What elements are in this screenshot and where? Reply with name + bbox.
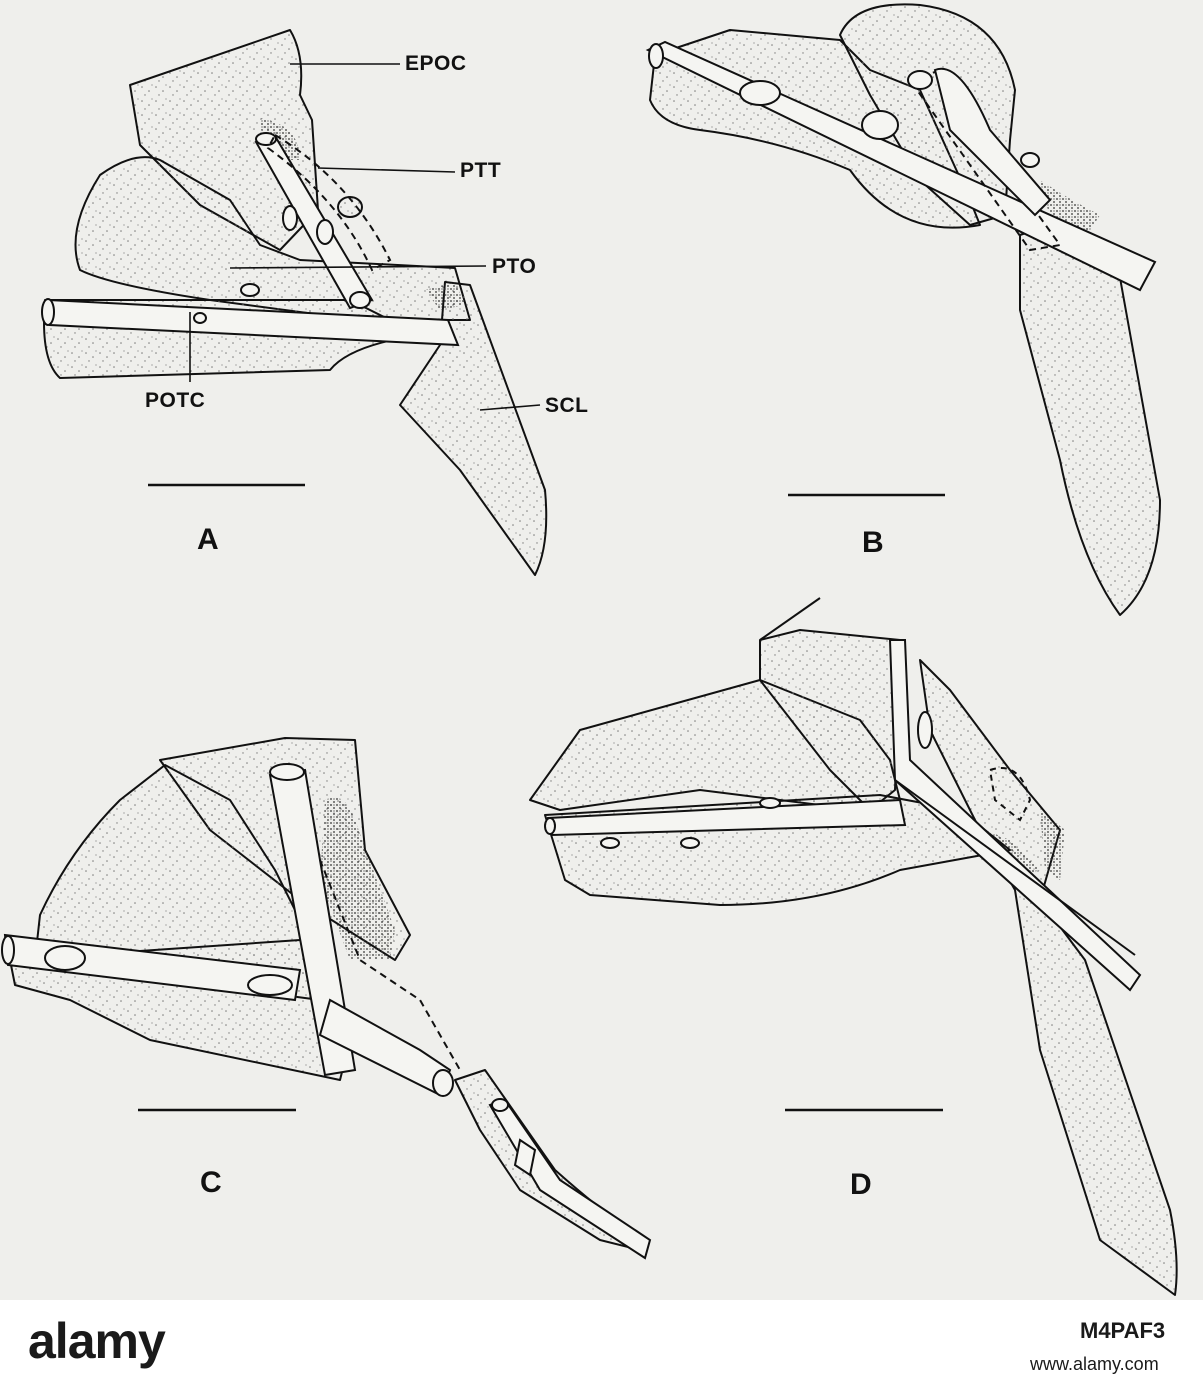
panel-a-leaders xyxy=(189,63,541,411)
panel-label-c: C xyxy=(200,1166,222,1199)
label-ptt: PTT xyxy=(460,159,502,182)
label-potc: POTC xyxy=(145,389,206,412)
panel-b-canals xyxy=(645,40,1157,292)
panel-d-canals xyxy=(544,597,1142,992)
panel-a-canals xyxy=(41,132,460,347)
panel-label-d: D xyxy=(850,1168,872,1201)
label-epoc: EPOC xyxy=(405,52,467,75)
panel-label-b: B xyxy=(862,526,884,559)
panel-label-a: A xyxy=(197,523,219,556)
label-pto: PTO xyxy=(492,255,537,278)
panel-c-canals xyxy=(1,763,652,1260)
panel-b-drawing xyxy=(649,3,1161,616)
watermark-footer: alamy M4PAF3 www.alamy.com xyxy=(0,1300,1203,1390)
figure-plate: EPOC PTT PTO POTC SCL A B C D xyxy=(0,0,1203,1300)
panel-a-drawing xyxy=(43,29,548,576)
anatomical-drawings xyxy=(1,3,1178,1296)
image-id: M4PAF3 xyxy=(1080,1318,1166,1343)
alamy-logo: alamy xyxy=(28,1313,166,1369)
label-scl: SCL xyxy=(545,394,589,417)
site-url: www.alamy.com xyxy=(1030,1354,1159,1374)
